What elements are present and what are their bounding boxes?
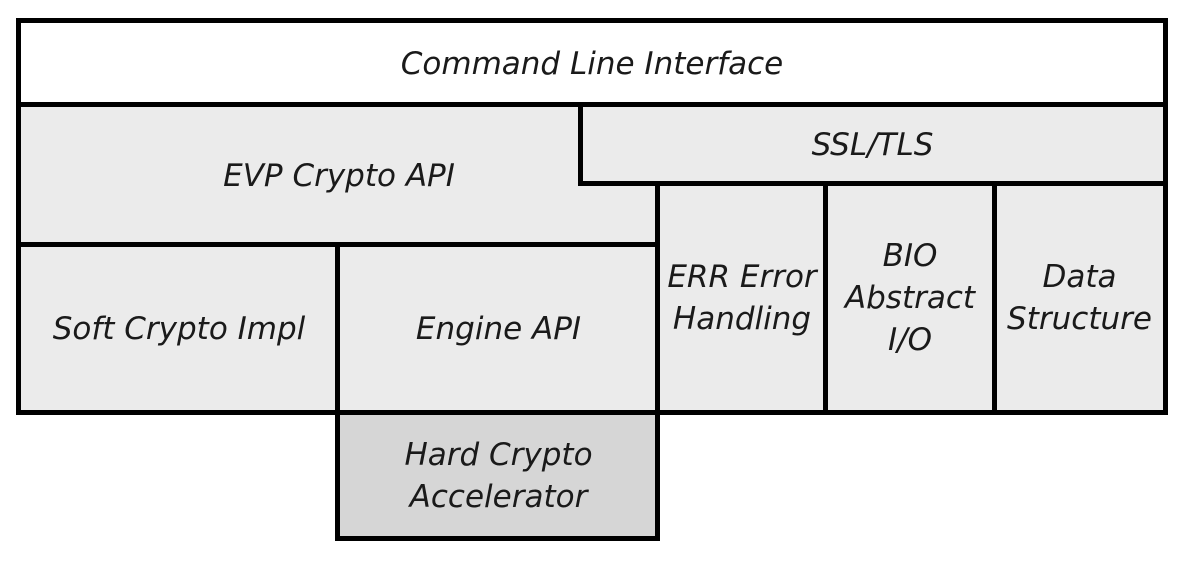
engine-api-label: Engine API <box>415 311 582 347</box>
soft-crypto-impl-block: Soft Crypto Impl <box>20 246 338 412</box>
evp-right-line <box>655 181 660 541</box>
err-error-handling-block: ERR Error Handling <box>659 184 825 412</box>
cli-bottom-line <box>16 102 1168 107</box>
frame-right-line <box>1163 18 1168 415</box>
ssl-tls-label: SSL/TLS <box>811 126 934 163</box>
evp-crypto-api-block: EVP Crypto API <box>20 106 658 245</box>
hard-crypto-bottom-line <box>335 536 660 541</box>
frame-top-line <box>16 18 1168 23</box>
data-structure-label: Data Structure <box>1007 259 1152 337</box>
soft-engine-divider <box>335 242 340 541</box>
frame-bottom-line <box>16 410 1168 415</box>
data-structure-block: Data Structure <box>995 184 1164 412</box>
bio-abstract-io-label: BIO Abstract I/O <box>844 238 976 358</box>
err-error-handling-label: ERR Error Handling <box>667 259 817 337</box>
engine-api-block: Engine API <box>339 246 658 412</box>
soft-crypto-impl-label: Soft Crypto Impl <box>52 311 306 347</box>
ssl-bottom-line <box>578 181 1168 186</box>
evp-crypto-api-label: EVP Crypto API <box>223 157 455 194</box>
bio-abstract-io-block: BIO Abstract I/O <box>826 184 994 412</box>
frame-left-line <box>16 18 21 415</box>
bio-data-divider <box>992 181 997 415</box>
err-bio-divider <box>823 181 828 415</box>
command-line-interface-block: Command Line Interface <box>20 22 1164 105</box>
hard-crypto-accelerator-label: Hard Crypto Accelerator <box>404 437 593 515</box>
ssl-left-line <box>578 102 583 186</box>
command-line-interface-label: Command Line Interface <box>400 45 784 82</box>
hard-crypto-accelerator-block: Hard Crypto Accelerator <box>339 413 658 539</box>
ssl-tls-block: SSL/TLS <box>581 106 1164 183</box>
